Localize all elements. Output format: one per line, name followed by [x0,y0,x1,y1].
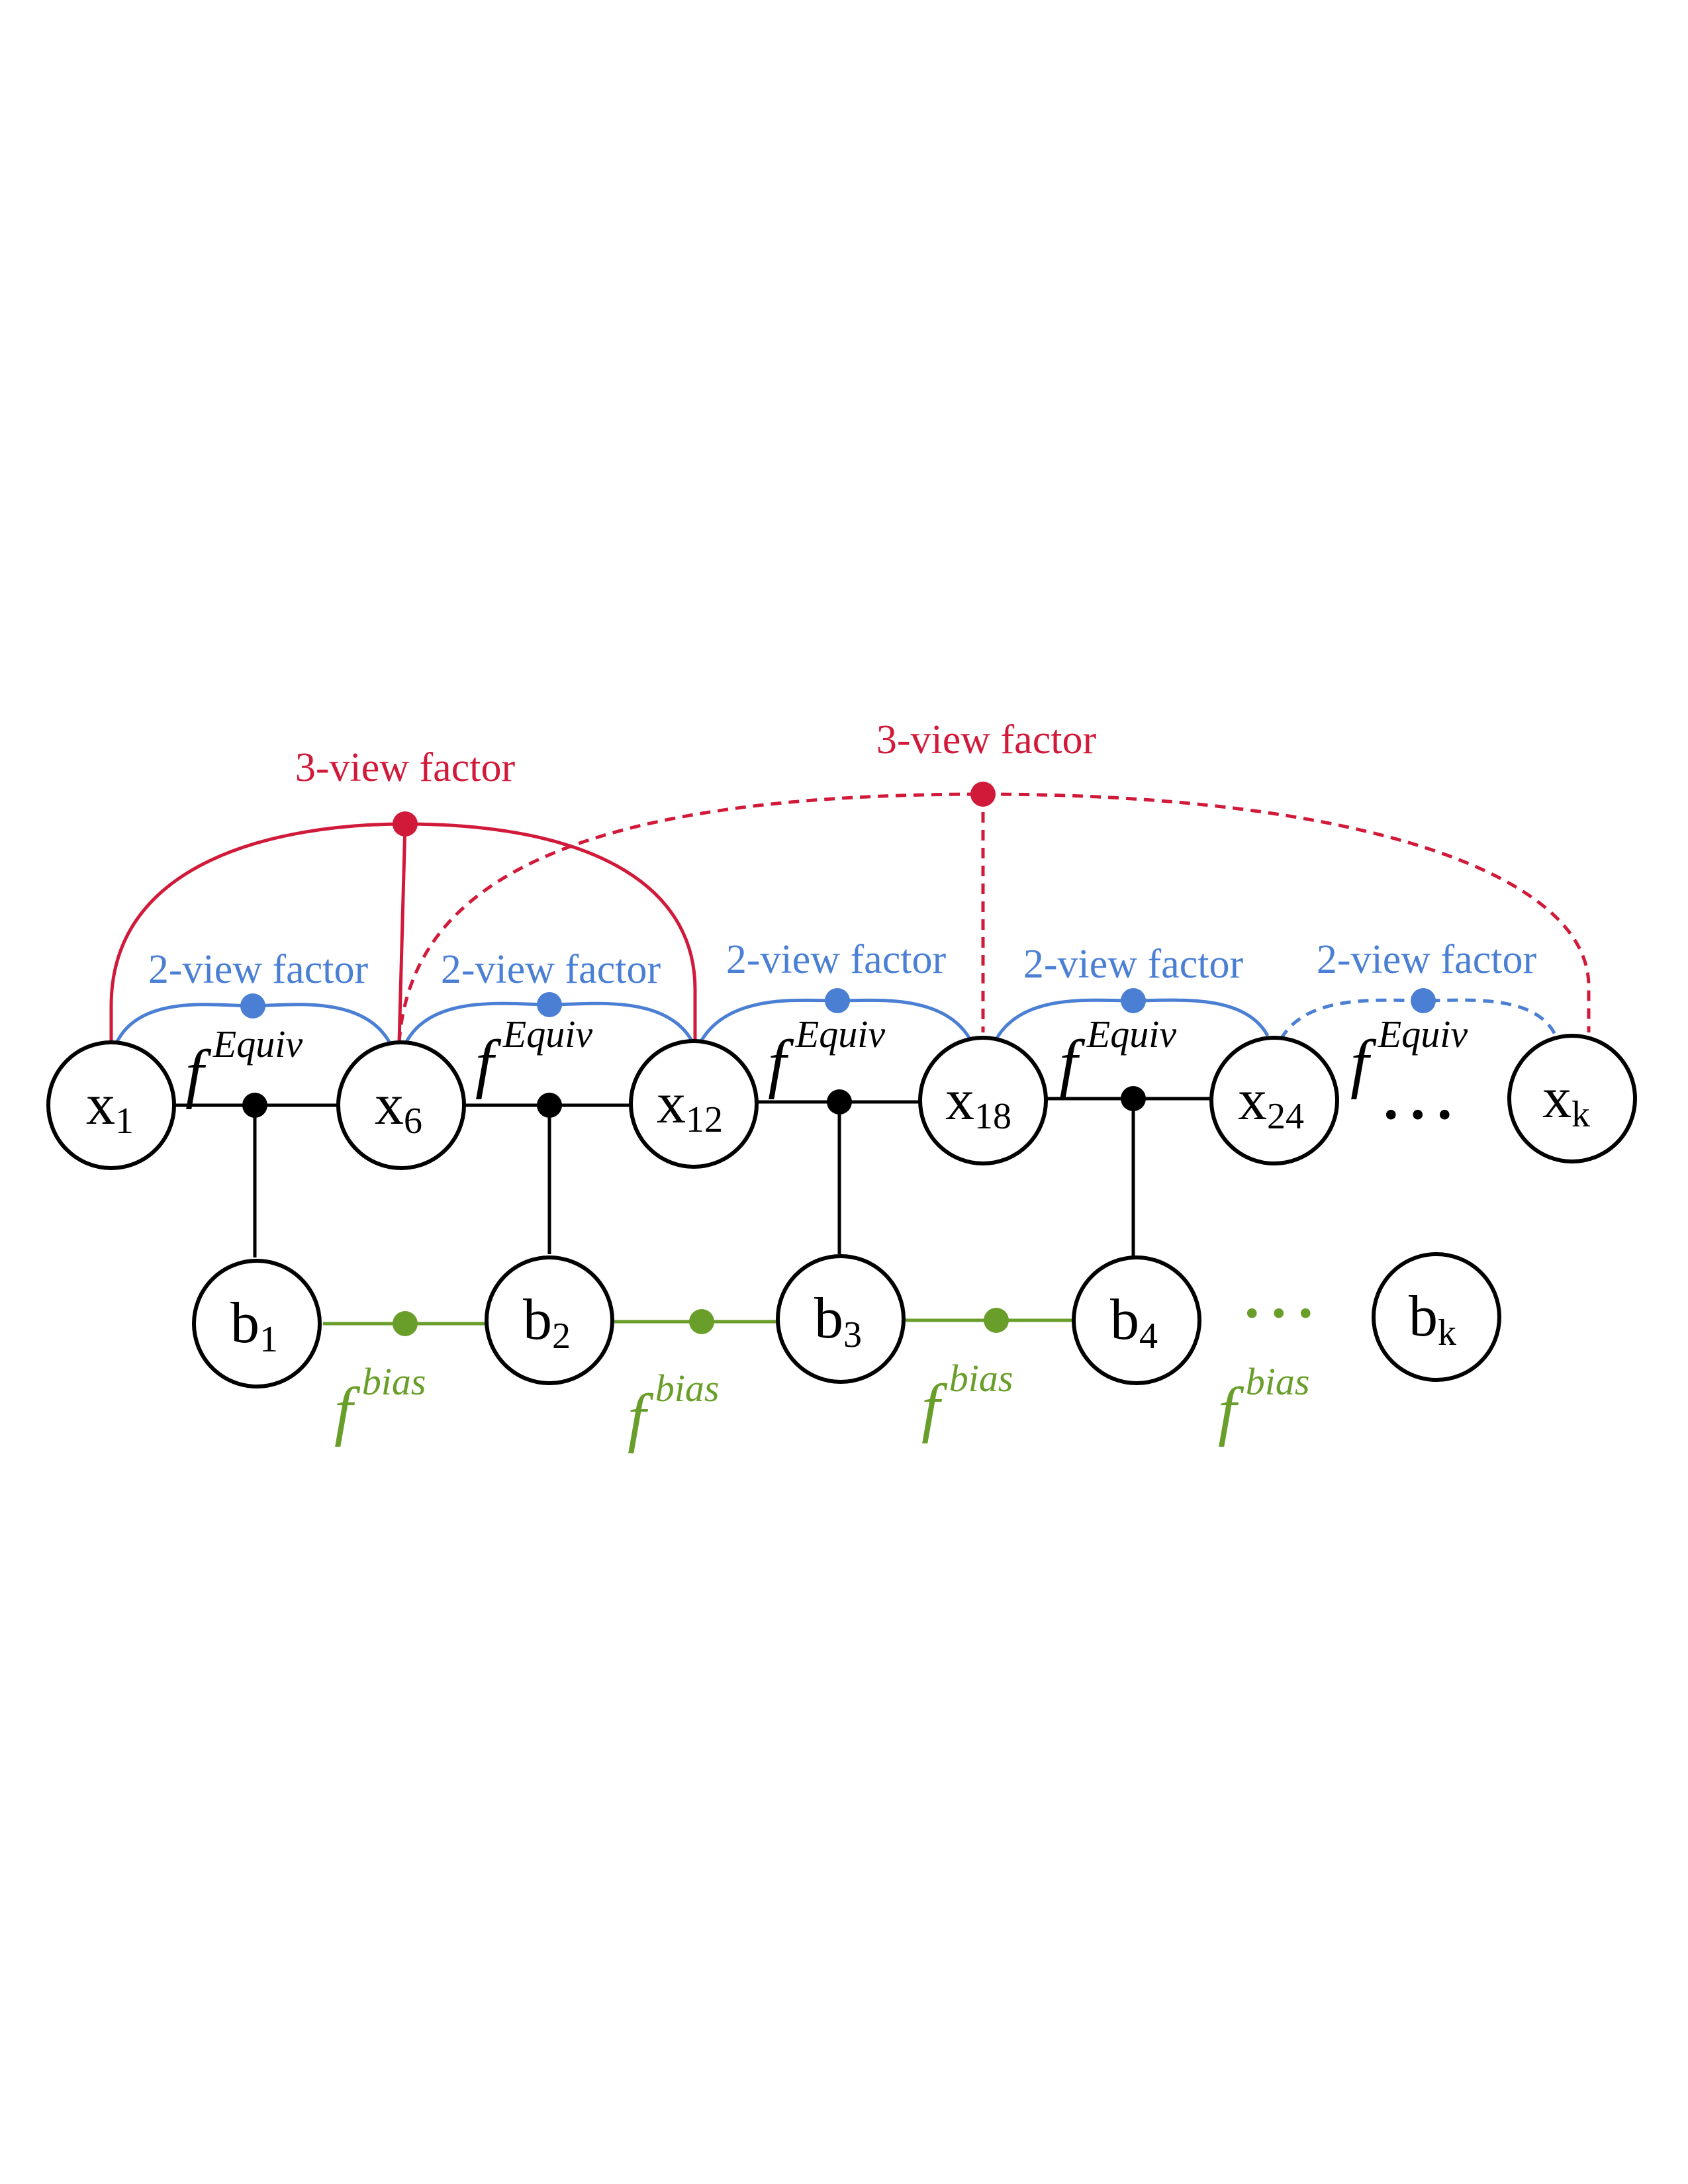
equiv-factor-node [242,1093,267,1118]
svg-text:xk: xk [1542,1066,1590,1135]
equiv-factor-node [827,1089,852,1115]
three-view-factor-label: 3-view factor [295,745,516,790]
svg-text:bk: bk [1409,1285,1456,1353]
bias-factor-node [393,1311,418,1336]
b-node: bk [1372,1252,1501,1382]
svg-text:x1: x1 [86,1073,134,1142]
three-view-factor-label: 3-view factor [876,717,1097,762]
two-view-factor-node [537,992,562,1017]
three-view-factor-node [393,811,418,837]
svg-text:x18: x18 [945,1068,1011,1137]
two-view-factor-label: 2-view factor [148,947,369,992]
two-view-arc-5-dashed [1279,998,1558,1040]
three-view-edge-x6-dashed [397,792,984,1043]
b-node: b1 [192,1259,322,1388]
x-node: x1 [46,1040,176,1170]
two-view-factor-label: 2-view factor [1317,937,1537,982]
x-ellipsis: ... [1383,1066,1464,1132]
two-view-factor-node [1121,988,1146,1013]
two-view-factor-label: 2-view factor [1023,942,1244,987]
svg-text:b2: b2 [523,1288,571,1357]
x-node: x24 [1209,1036,1339,1165]
svg-text:b4: b4 [1110,1288,1158,1357]
two-view-factor-label: 2-view factor [441,947,661,992]
x-node: x6 [336,1040,466,1170]
svg-text:x24: x24 [1238,1068,1304,1137]
x-node: xk [1507,1034,1637,1163]
bias-factor-node [984,1308,1009,1333]
three-view-factor-node [970,782,996,807]
b-node: b3 [776,1254,906,1384]
svg-text:x12: x12 [657,1071,723,1140]
svg-text:b1: b1 [230,1291,278,1360]
two-view-factors: 2-view factor 2-view factor 2-view facto… [114,937,1558,1046]
x-node: x18 [918,1036,1048,1165]
two-view-factor-node [1411,988,1436,1013]
two-view-factor-label: 2-view factor [726,937,947,982]
b-node: b4 [1072,1255,1201,1385]
three-view-edge-x6 [397,823,407,1043]
bias-factor-node [689,1309,714,1334]
equiv-chain [173,1086,1213,1257]
three-view-edge-x1 [109,822,406,1042]
x-nodes: x1 x6 x12 x18 x24 xk ... [46,1034,1637,1170]
bias-ellipsis: ... [1244,1265,1325,1330]
equiv-factor-node [537,1093,562,1118]
equiv-factor-node [1121,1086,1146,1111]
three-view-factor-group-1: 3-view factor [109,745,697,1043]
svg-text:b3: b3 [814,1287,862,1355]
x-node: x12 [629,1039,759,1169]
bias-chain: ... [323,1265,1325,1336]
three-view-factor-group-2: 3-view factor [397,717,1591,1043]
svg-text:x6: x6 [375,1073,422,1142]
two-view-factor-node [240,993,265,1019]
two-view-factor-node [825,988,850,1013]
three-view-edge-x12 [404,822,697,1042]
b-nodes: b1 b2 b3 b4 bk [192,1252,1501,1388]
three-view-edge-xk-dashed [982,792,1591,1032]
b-node: b2 [485,1255,614,1385]
